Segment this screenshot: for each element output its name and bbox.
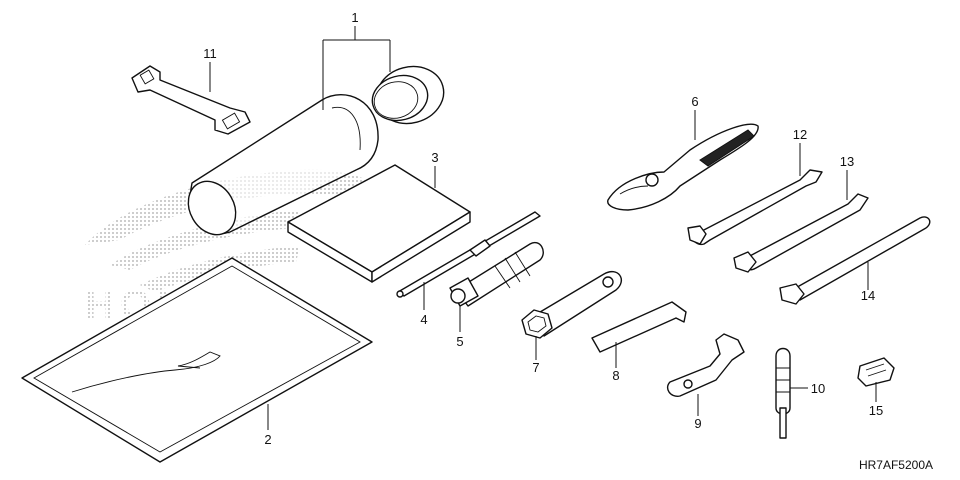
callout-11: 11 (203, 46, 217, 61)
wrench-13 (733, 193, 869, 273)
callout-7: 7 (532, 360, 539, 375)
callout-4: 4 (420, 312, 427, 327)
callout-10: 10 (811, 381, 825, 396)
tool-case (187, 65, 445, 236)
callout-6: 6 (691, 94, 698, 109)
fuse-clip (857, 357, 895, 387)
screwdriver (396, 211, 541, 298)
callout-numbers: 1 2 3 4 5 6 7 8 9 10 11 12 13 14 15 (203, 10, 883, 447)
callout-15: 15 (869, 403, 883, 418)
callout-9: 9 (694, 416, 701, 431)
callout-3: 3 (431, 150, 438, 165)
wrench-14 (779, 216, 931, 305)
wrench-12 (687, 169, 823, 246)
drawing-code: HR7AF5200A (859, 458, 933, 472)
grip-tool (775, 347, 791, 439)
pin-spanner (666, 333, 745, 397)
spark-plug-handle (449, 241, 544, 307)
callout-13: 13 (840, 154, 854, 169)
callout-12: 12 (793, 127, 807, 142)
callout-14: 14 (861, 288, 875, 303)
callout-1: 1 (351, 10, 358, 25)
callout-2: 2 (264, 432, 271, 447)
hex-wrench (591, 301, 687, 353)
box-wrench (521, 271, 622, 339)
tool-strap (131, 65, 251, 135)
pliers (607, 123, 759, 211)
callout-8: 8 (612, 368, 619, 383)
callout-5: 5 (456, 334, 463, 349)
owners-manual (287, 164, 471, 283)
tool-bag (21, 257, 373, 463)
leader-lines (209, 26, 877, 430)
